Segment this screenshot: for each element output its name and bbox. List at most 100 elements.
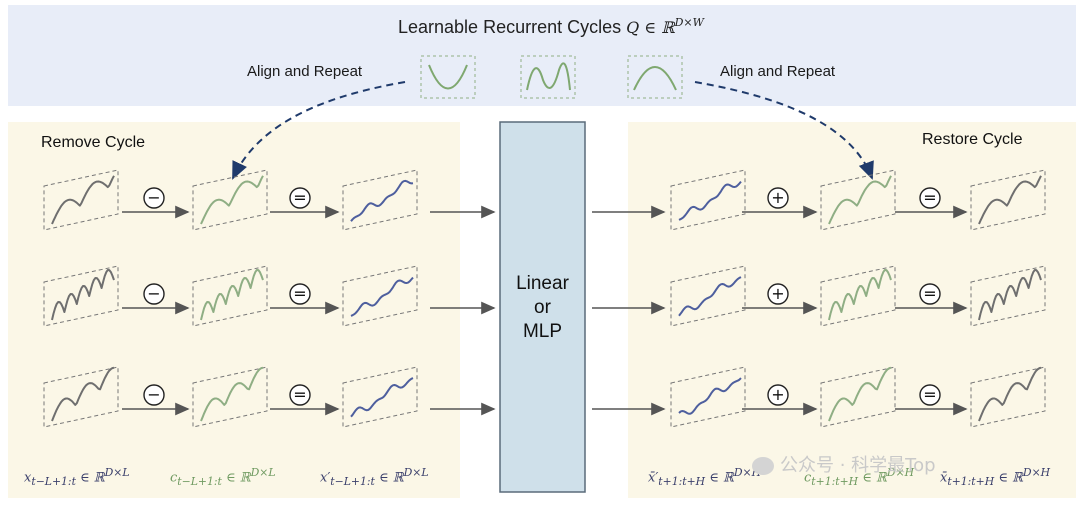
label-x-input-sup: D×L [104,466,130,479]
equals-operator-r3: = [919,384,941,406]
model-box-label: Linear or MLP [500,272,585,344]
svg-text:−: − [147,284,160,303]
align-arrow-right [694,81,874,180]
series-line [200,175,264,225]
label-x-resid-base: x′ [320,470,331,486]
svg-text:−: − [147,188,160,207]
series-panel-r3-c5 [820,366,896,428]
series-line [828,175,892,225]
series-panel-r2-c5 [820,265,896,327]
align-arrow-left [232,81,406,180]
align-repeat-left-label: Align and Repeat [247,63,363,80]
svg-text:=: = [293,385,306,404]
series-line [678,180,742,221]
series-line [350,377,414,418]
label-x-resid: x′t−L+1:t ∈ ℝD×L [320,466,429,488]
series-panel-r3-c2 [192,366,268,428]
label-x-resid-sup: D×L [403,466,429,479]
right-panel [628,122,1076,498]
minus-operator-r1: − [143,187,165,209]
flow-arrows [122,205,968,416]
equals-operator-r1: = [919,187,941,209]
cycle-box-1 [420,55,476,99]
series-panel-r3-c4 [670,366,746,428]
watermark: 公众号 · 科学最Top [752,451,936,477]
plus-operator-r3: + [767,384,789,406]
minus-operator-r2: − [143,283,165,305]
series-line [828,269,892,321]
model-line-1: Linear [516,273,569,294]
series-line [828,366,892,422]
equals-operator-r2: = [919,283,941,305]
header-title: Learnable Recurrent Cycles Q ∈ ℝD×W [398,16,704,38]
plus-operator-r2: + [767,283,789,305]
series-panel-r2-c2 [192,265,268,327]
series-panel-r1-c2 [192,169,268,231]
series-panel-r3-c1 [43,366,119,428]
svg-text:=: = [923,284,936,303]
label-x-pred-sub: t+1:t+H [947,474,995,488]
series-line [51,175,115,225]
series-panel-r3-c6 [970,366,1046,428]
model-box [499,121,586,493]
label-c-input: ct−L+1:t ∈ ℝD×L [170,466,276,488]
label-c-input-sub: t−L+1:t [177,474,222,488]
series-line [678,276,742,317]
svg-text:=: = [923,188,936,207]
watermark-text: 公众号 · 科学最Top [780,455,936,476]
series-panel-r2-c3 [342,265,418,327]
remove-cycle-title: Remove Cycle [41,134,146,151]
series-panel-r3-c3 [342,366,418,428]
series-panel-r2-c1 [43,265,119,327]
series-panel-r1-c5 [820,169,896,231]
label-c-output: ct+1:t+H ∈ ℝD×H [804,466,914,488]
label-x-pred-base: x̄ [940,470,948,486]
header-title-text: Learnable Recurrent Cycles [398,17,622,37]
series-line [978,175,1042,225]
left-panel [8,122,460,498]
svg-text:=: = [293,188,306,207]
series-line [51,269,115,321]
series-panel-r1-c1 [43,169,119,231]
label-c-output-base: c [804,470,812,486]
series-panel-r1-c4 [670,169,746,231]
label-c-input-base: c [170,470,178,486]
label-c-output-sup: D×H [886,466,915,479]
operator-symbols: − = + = − = + = − = + = [143,187,941,406]
svg-text:+: + [771,284,784,303]
cycle-box-2 [520,55,576,99]
svg-text:=: = [923,385,936,404]
label-c-input-sup: D×L [250,466,276,479]
series-line [350,276,414,317]
label-x-pred-resid-base: x̄′ [648,470,659,486]
plus-operator-r1: + [767,187,789,209]
svg-text:−: − [147,385,160,404]
series-line [51,366,115,422]
series-panel-r2-c6 [970,265,1046,327]
header-title-math: Q ∈ ℝ [626,18,675,37]
model-line-3: MLP [522,321,563,342]
label-x-pred-sup: D×H [1022,466,1051,479]
label-x-resid-sub: t−L+1:t [330,474,375,488]
label-x-input-base: x [24,470,32,486]
label-c-input-rest: ∈ ℝ [221,470,251,486]
label-x-input: xt−L+1:t ∈ ℝD×L [24,466,130,488]
minus-operator-r3: − [143,384,165,406]
series-panels [43,169,1046,428]
series-line [978,366,1042,422]
restore-cycle-title: Restore Cycle [922,131,1023,148]
label-c-output-sub: t+1:t+H [811,474,859,488]
label-x-resid-rest: ∈ ℝ [374,470,404,486]
label-x-input-sub: t−L+1:t [31,474,76,488]
model-line-2: or [534,297,551,318]
svg-text:+: + [771,188,784,207]
equals-operator-r2: = [289,283,311,305]
series-line [200,269,264,321]
svg-text:=: = [293,284,306,303]
series-line [200,366,264,422]
label-x-pred: x̄t+1:t+H ∈ ℝD×H [940,466,1050,488]
label-x-pred-resid-rest: ∈ ℝ [705,470,734,486]
equals-operator-r3: = [289,384,311,406]
